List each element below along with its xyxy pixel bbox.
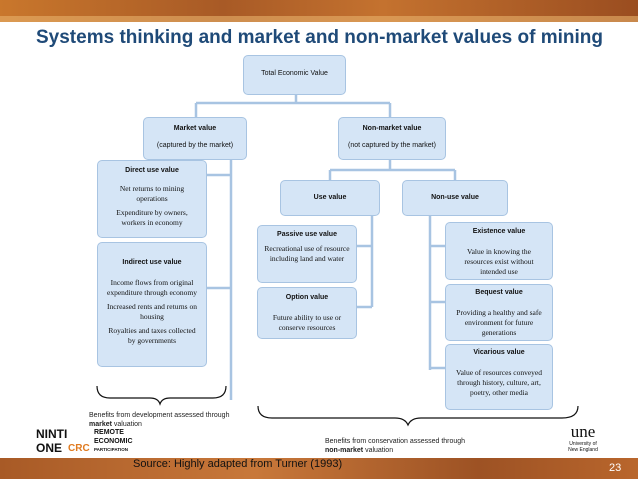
passive-use-value-text: Recreational use of resource including l… (264, 244, 350, 263)
vicarious-value-text: Value of resources conveyed through hist… (455, 368, 542, 397)
vicarious-value-box: Vicarious value Value of resources conve… (445, 344, 553, 410)
logo-economic-text: ECONOMIC (94, 438, 133, 445)
passive-use-value-box: Passive use value Recreational use of re… (257, 225, 357, 283)
une-logo: une University of New England (563, 420, 603, 454)
logo-ninti-text: NINTI (36, 427, 67, 441)
source-citation: Source: Highly adapted from Turner (1993… (133, 458, 343, 470)
existence-value-box: Existence value Value in knowing the res… (445, 222, 553, 280)
non-market-value-title: Non-market value (362, 125, 422, 132)
use-value-label: Use value (313, 194, 347, 201)
logo-remote-text: REMOTE (94, 429, 124, 436)
bequest-value-box: Bequest value Providing a healthy and sa… (445, 284, 553, 341)
option-value-text: Future ability to use or conserve resour… (272, 313, 342, 332)
direct-use-value-line-1: Net returns to mining operations (119, 184, 185, 203)
non-use-value-label: Non-use value (431, 194, 479, 201)
non-market-note-line-1: Benefits from conservation assessed thro… (325, 438, 466, 445)
non-market-brace (257, 405, 579, 427)
existence-value-title: Existence value (472, 228, 526, 235)
logo-une-line-2: New England (568, 447, 598, 453)
bottom-decorative-band (0, 458, 638, 479)
direct-use-value-title: Direct use value (125, 167, 179, 174)
direct-use-value-box: Direct use value Net returns to mining o… (97, 160, 207, 238)
logo-crc-text: CRC (68, 443, 90, 454)
market-brace (96, 385, 227, 406)
logo-une-mark: une (571, 422, 596, 441)
use-value-box: Use value (280, 180, 380, 216)
existence-value-text: Value in knowing the resources exist wit… (464, 247, 534, 276)
ninti-one-crc-logo: NINTI ONE CRC REMOTE ECONOMIC PARTICIPAT… (36, 427, 133, 455)
logo-one-text: ONE (36, 441, 62, 455)
non-market-note-bold: non-market (325, 447, 364, 454)
option-value-title: Option value (285, 294, 329, 301)
non-market-valuation-note: Benefits from conservation assessed thro… (325, 437, 495, 455)
passive-use-value-title: Passive use value (277, 231, 337, 238)
direct-use-value-line-2: Expenditure by owners, workers in econom… (116, 208, 188, 227)
indirect-use-value-line-1: Income flows from original expenditure t… (107, 278, 197, 297)
indirect-use-value-line-3: Royalties and taxes collected by governm… (108, 326, 196, 345)
market-note-line-2: valuation (111, 421, 142, 428)
bequest-value-text: Providing a healthy and safe environment… (456, 308, 542, 337)
non-market-value-box: Non-market value (not captured by the ma… (338, 117, 446, 160)
total-economic-value-box: Total Economic Value (243, 55, 346, 95)
indirect-use-value-title: Indirect use value (122, 259, 182, 266)
market-note-bold: market (89, 421, 112, 428)
market-value-box: Market value (captured by the market) (143, 117, 247, 160)
non-market-value-subtitle: (not captured by the market) (348, 142, 436, 149)
top-decorative-band (0, 0, 638, 22)
non-market-note-line-2: valuation (363, 447, 394, 454)
bequest-value-title: Bequest value (475, 289, 523, 296)
non-use-value-box: Non-use value (402, 180, 508, 216)
market-value-title: Market value (173, 125, 217, 132)
total-economic-value-label: Total Economic Value (261, 70, 328, 77)
vicarious-value-title: Vicarious value (473, 349, 525, 356)
page-number: 23 (609, 462, 622, 474)
option-value-box: Option value Future ability to use or co… (257, 287, 357, 339)
slide-title: Systems thinking and market and non-mark… (36, 27, 603, 48)
market-note-line-1: Benefits from development assessed throu… (89, 412, 230, 419)
indirect-use-value-box: Indirect use value Income flows from ori… (97, 242, 207, 367)
market-valuation-note: Benefits from development assessed throu… (89, 411, 259, 429)
logo-une-line-1: University of (569, 441, 597, 447)
market-value-subtitle: (captured by the market) (156, 142, 234, 149)
indirect-use-value-line-2: Increased rents and returns on housing (107, 302, 197, 321)
logo-participation-text: PARTICIPATION (94, 447, 128, 452)
